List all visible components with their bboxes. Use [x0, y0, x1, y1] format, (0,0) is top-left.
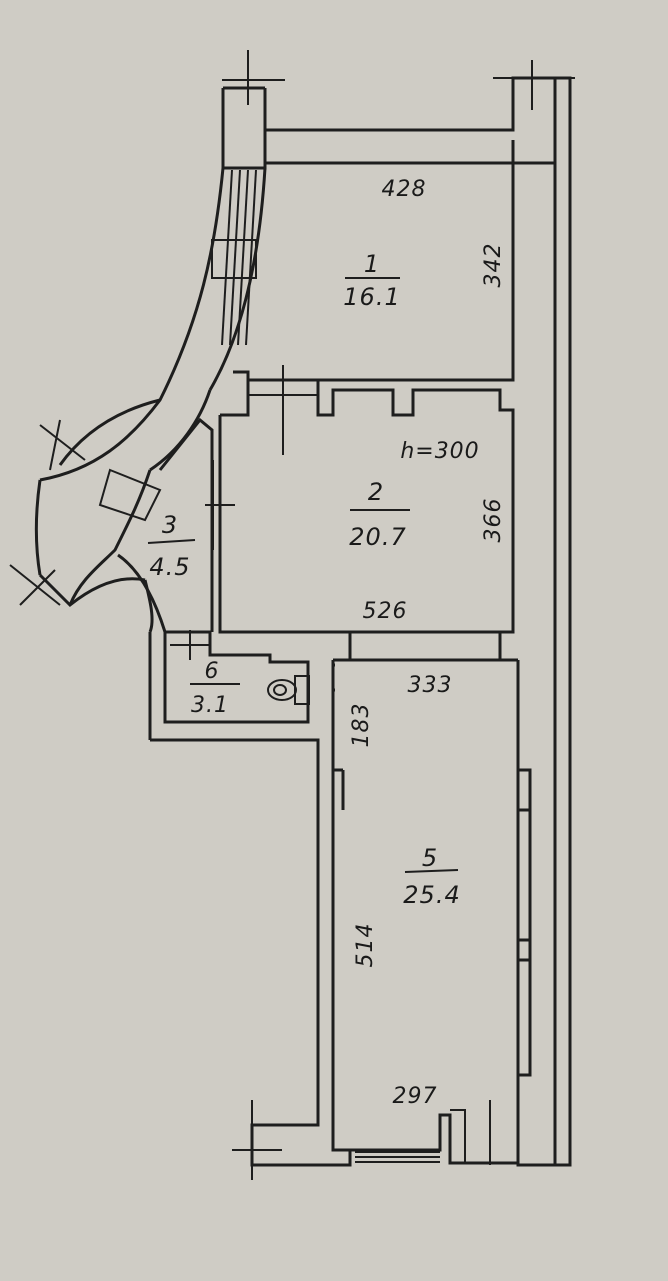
room-5: 333 183 5 25.4 514 297	[349, 673, 460, 1109]
axis-marks	[9, 50, 575, 1180]
room-3-area: 4.5	[149, 553, 190, 581]
room-1-area: 16.1	[343, 283, 400, 311]
room-5-width-top: 333	[408, 673, 453, 698]
room-2: h=300 2 20.7 526 366	[349, 439, 506, 624]
room-2-length: 366	[481, 498, 506, 543]
outer-walls	[148, 76, 572, 1167]
room-3: 3 4.5	[147, 511, 196, 581]
windows	[211, 169, 440, 1163]
room-6-area: 3.1	[191, 693, 229, 718]
room-5-side: 183	[349, 703, 374, 748]
room-6-number: 6	[205, 659, 220, 684]
doors	[98, 365, 466, 1163]
room-5-length: 514	[353, 923, 378, 968]
room-6: 6 3.1	[190, 659, 240, 718]
room-1-length: 342	[481, 243, 506, 288]
room-5-number: 5	[422, 844, 438, 872]
room-2-width: 526	[363, 599, 408, 624]
room-2-area: 20.7	[349, 523, 406, 551]
toilet-icon	[267, 675, 310, 705]
room-3-number: 3	[162, 511, 178, 539]
room-1-width: 428	[382, 177, 427, 202]
room-1: 1 16.1 428 342	[343, 177, 506, 311]
room-5-width-bottom: 297	[393, 1084, 438, 1109]
ceiling-height: h=300	[400, 439, 479, 464]
room-2-number: 2	[368, 478, 384, 506]
room-1-number: 1	[364, 250, 380, 278]
room-5-area: 25.4	[403, 881, 460, 909]
